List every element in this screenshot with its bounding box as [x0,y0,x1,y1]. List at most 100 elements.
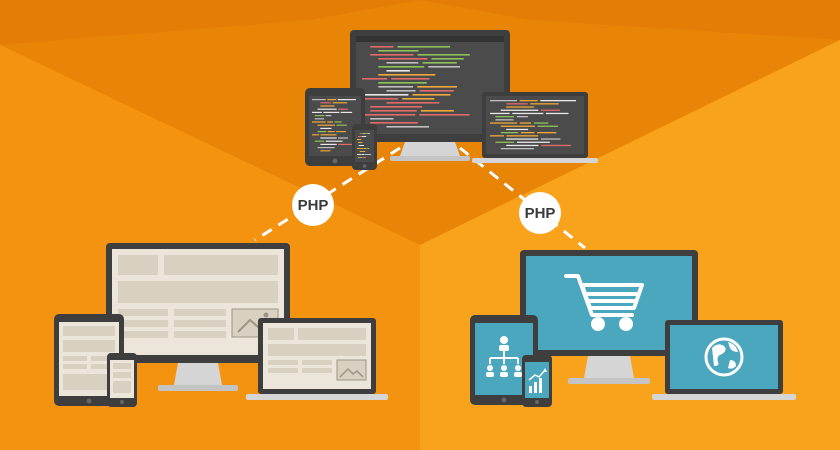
code-line [540,138,561,140]
code-line [327,121,333,123]
code-line [506,103,528,105]
code-line [533,122,549,124]
code-line [320,150,331,152]
code-line [386,70,410,72]
code-line [512,112,544,115]
code-line [500,125,535,127]
code-line [357,139,362,140]
code-line [320,105,335,107]
code-line [370,118,394,120]
code-line [378,74,436,76]
code-line [312,111,322,113]
code-line [506,128,529,131]
code-line [490,112,510,115]
code-line [417,86,457,88]
globe-icon [704,337,744,377]
php-badge-left: PHP [292,184,334,226]
code-line [357,148,364,149]
code-line [337,99,356,101]
code-line [378,58,428,60]
code-line [312,99,326,101]
code-line [378,86,414,88]
code-line [495,116,515,118]
code-line [357,142,363,143]
code-line [317,131,327,133]
php-label: PHP [298,197,329,214]
wireframe-desktop-monitor [106,243,290,391]
code-line [362,94,409,96]
code-line [314,118,325,120]
code-lines [362,46,470,128]
code-line [361,154,365,155]
code-line [490,135,504,137]
code-line [540,100,576,102]
php-badge-right: PHP [519,192,561,234]
shopping-cart-icon [564,274,644,331]
server-devices-group [305,30,598,170]
code-line [386,90,416,92]
code-line [370,106,422,108]
code-line [500,148,535,150]
code-line [358,145,364,146]
code-line [367,133,370,134]
code-line [362,114,416,116]
code-lines [312,99,356,152]
code-line [370,54,414,56]
wireframe-laptop [246,318,388,400]
code-line [402,98,435,100]
code-line [320,102,332,104]
code-line [537,132,557,134]
code-line [506,135,539,137]
code-line [370,110,417,112]
code-line [419,90,454,92]
code-line [317,124,335,126]
code-line [362,133,367,134]
code-line [314,115,325,117]
code-line [320,134,337,136]
bar-chart-growth-icon [528,368,547,393]
code-line [314,140,325,142]
code-laptop [472,92,598,163]
code-line [519,100,538,102]
code-line [420,110,454,112]
code-line [516,116,528,118]
background-shadow-right [420,0,840,40]
code-line [325,140,343,142]
code-line [541,109,561,111]
code-line [338,108,348,110]
code-line [312,121,326,123]
code-line [397,46,450,48]
org-chart-icon [486,336,522,377]
code-line [378,82,427,84]
code-line [490,100,517,102]
code-line [541,144,572,147]
code-line [327,131,335,133]
code-line [362,98,399,100]
code-line [338,143,354,145]
image-placeholder-icon [336,359,367,381]
code-line [431,58,464,60]
code-line [320,137,337,139]
code-line [386,126,429,128]
monitor-stand [174,363,222,385]
code-desktop-monitor [350,30,510,161]
connector-line-right [459,146,586,250]
code-line [361,136,367,137]
code-line [412,94,451,96]
code-line [327,99,337,101]
code-line [520,132,535,134]
code-line [338,137,348,139]
code-screen [356,36,504,134]
code-line [312,134,320,136]
monitor-stand [584,356,634,378]
code-line [530,103,559,105]
code-line [386,102,440,104]
code-line [340,111,353,113]
code-line [490,122,518,124]
wireframe-phone [107,353,137,407]
code-line [332,102,348,104]
code-line [506,144,539,147]
monitor-stand [400,142,460,156]
